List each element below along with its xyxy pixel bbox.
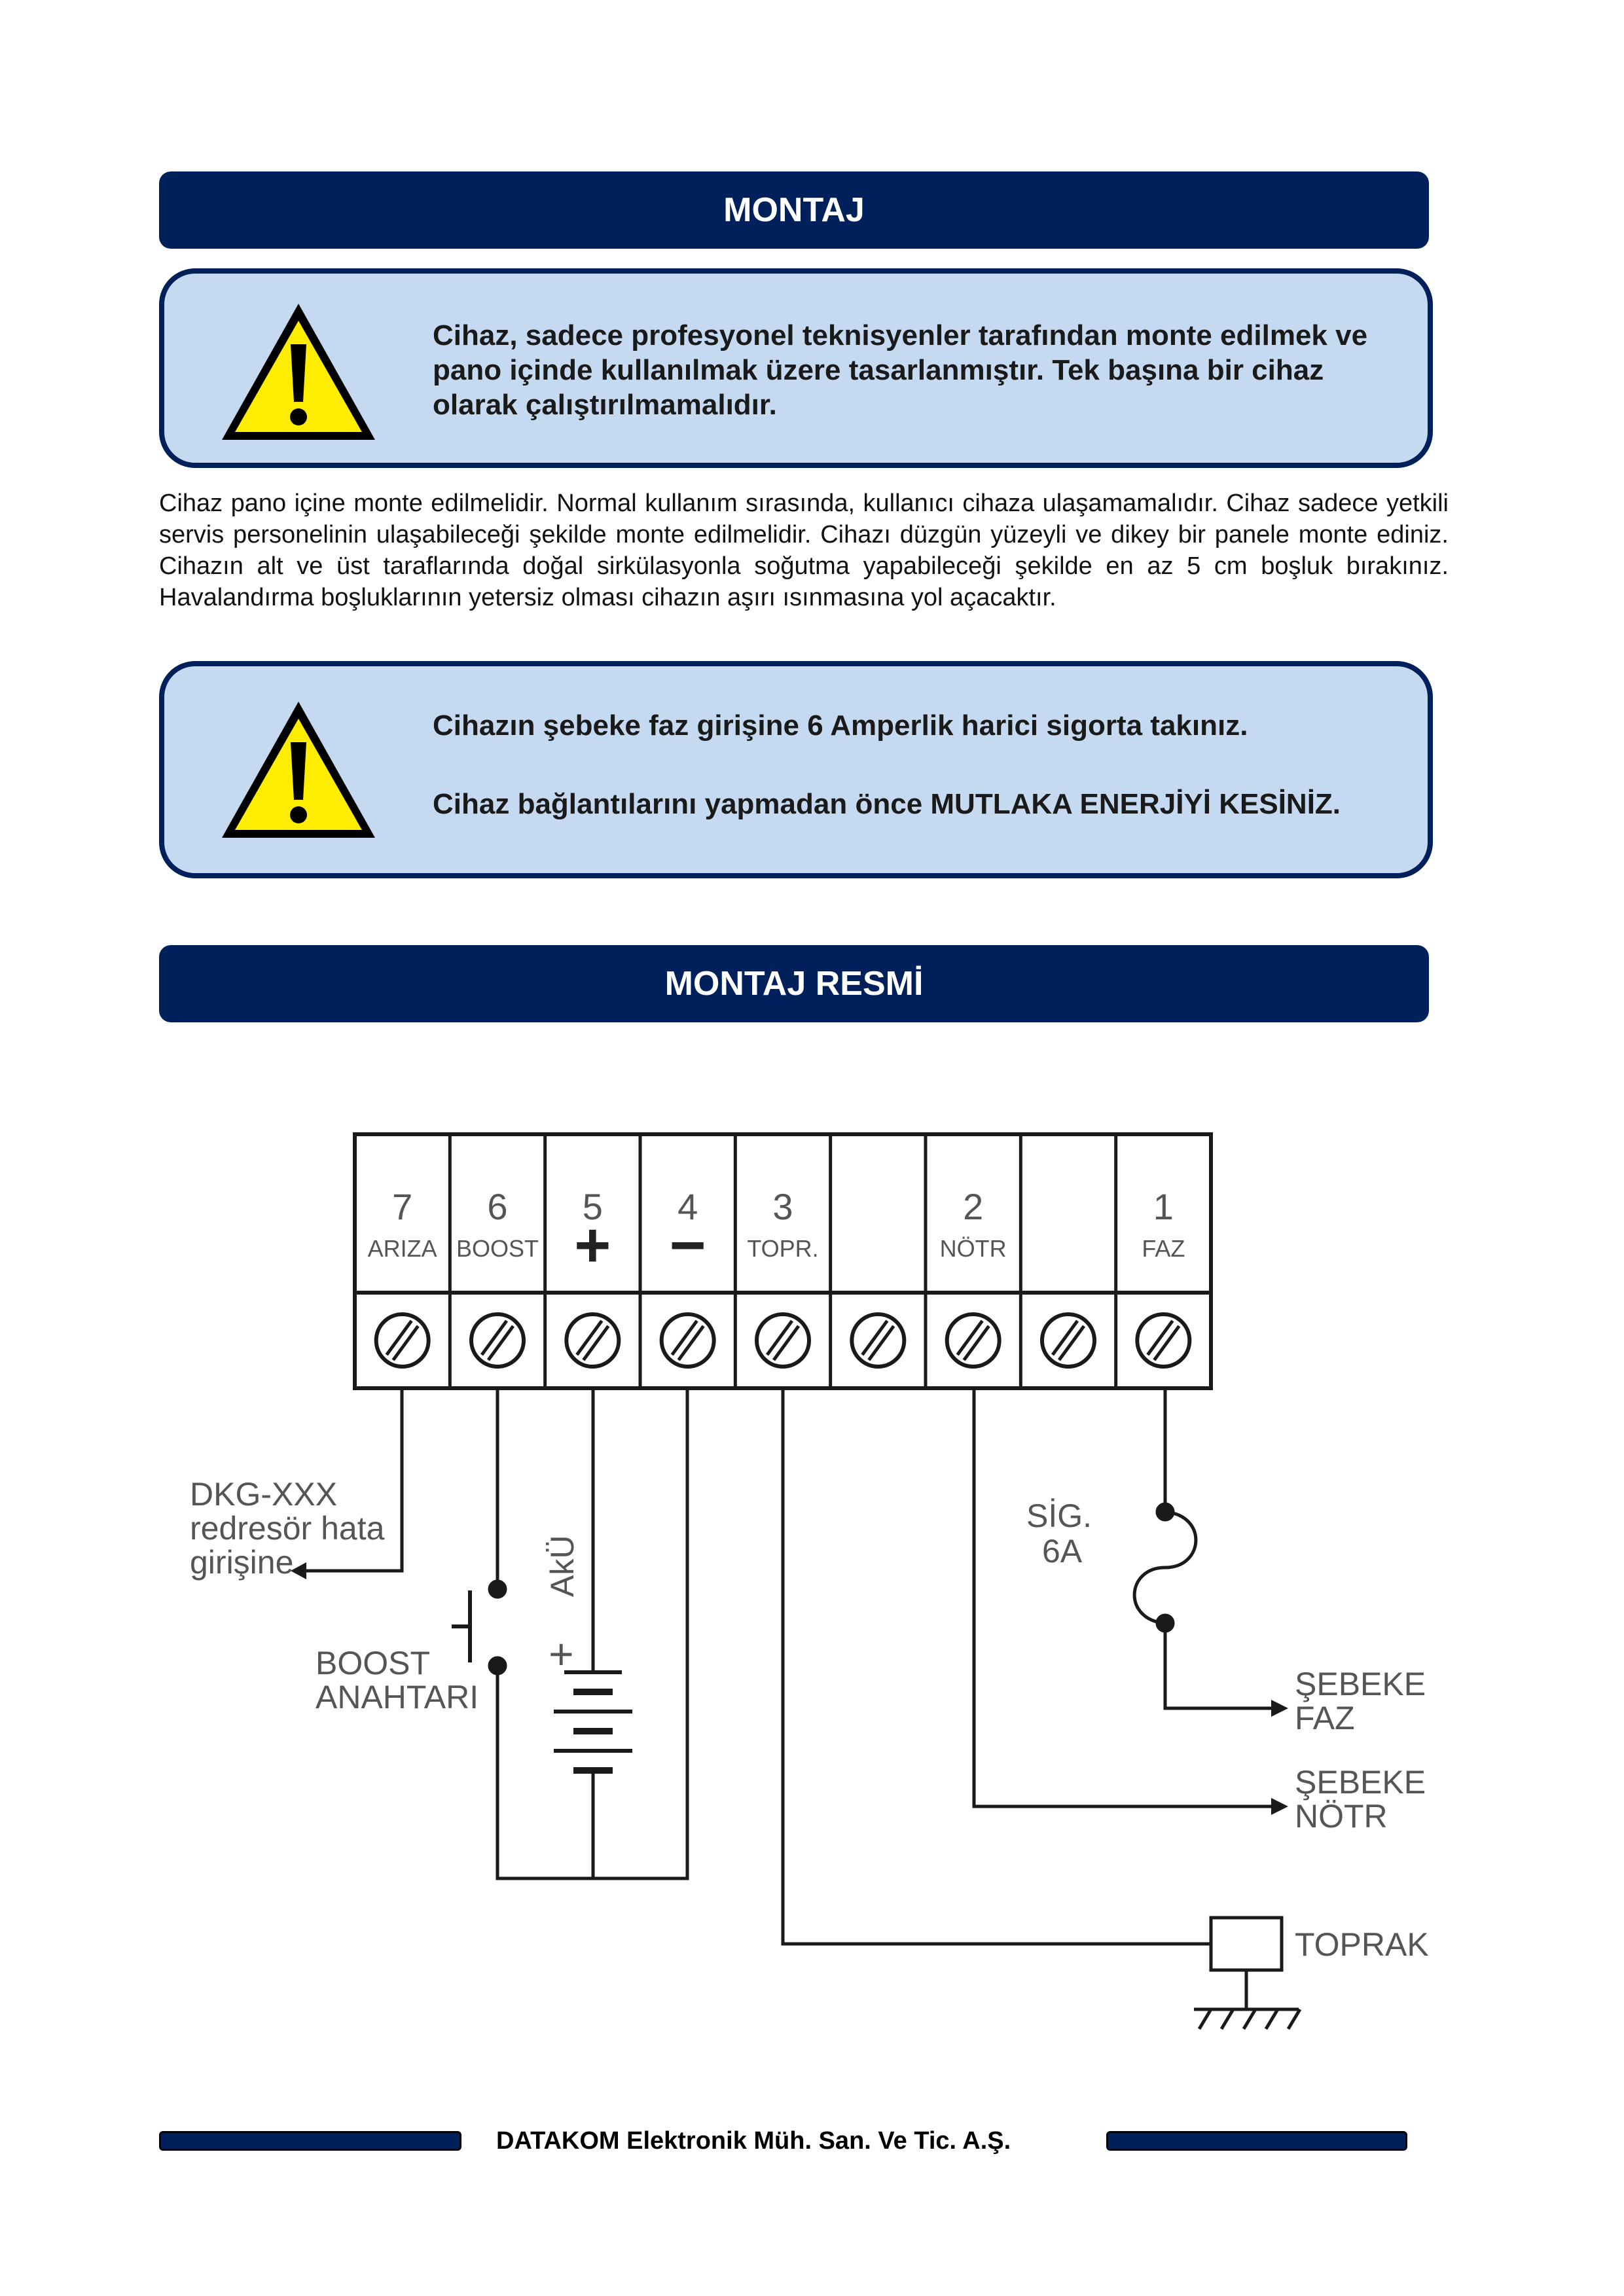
battery-plus: +	[549, 1630, 574, 1678]
terminal-number: 6	[487, 1186, 507, 1227]
terminal-label: +	[574, 1210, 611, 1280]
terminal-screw	[755, 1312, 811, 1369]
terminal-label: BOOST	[456, 1235, 539, 1262]
sebeke-faz-label-2: FAZ	[1295, 1700, 1355, 1736]
terminal-label: NÖTR	[940, 1235, 1007, 1262]
terminal-label: FAZ	[1142, 1235, 1185, 1262]
section-title: MONTAJ	[723, 191, 865, 229]
terminal-number: 7	[392, 1186, 412, 1227]
aku-label: AkÜ	[544, 1535, 581, 1597]
footer-bar-left	[159, 2131, 461, 2151]
dkg-label-2: redresör hata	[190, 1510, 385, 1547]
sebeke-faz-label-1: ŞEBEKE	[1295, 1666, 1426, 1702]
ground-icon	[1194, 1916, 1302, 2030]
warning-box-1: Cihaz, sadece profesyonel teknisyenler t…	[159, 268, 1433, 468]
terminal-label: ARIZA	[368, 1235, 437, 1262]
warning-2-line-1: Cihazın şebeke faz girişine 6 Amperlik h…	[433, 709, 1248, 742]
terminal-number: 4	[677, 1186, 698, 1227]
section-header-montaj-resmi: MONTAJ RESMİ	[159, 945, 1429, 1022]
terminal-number: 2	[963, 1186, 983, 1227]
installation-paragraph: Cihaz pano içine monte edilmelidir. Norm…	[159, 490, 1449, 611]
terminal-number: 1	[1153, 1186, 1174, 1227]
terminal-screw	[1040, 1312, 1096, 1369]
terminal-number: 3	[772, 1186, 793, 1227]
warning-2-line-2: Cihaz bağlantılarını yapmadan önce MUTLA…	[433, 788, 1341, 820]
fuse-label-1: SİG.	[1026, 1498, 1092, 1534]
wire-toprak	[781, 1388, 1211, 1946]
terminal-screw	[659, 1312, 716, 1369]
terminal-screw	[374, 1312, 431, 1369]
warning-1-text: Cihaz, sadece profesyonel teknisyenler t…	[433, 319, 1368, 421]
battery-icon	[554, 1670, 632, 1774]
toprak-label: TOPRAK	[1295, 1926, 1429, 1963]
footer-bar-right	[1106, 2131, 1407, 2151]
wire-notr	[972, 1388, 1271, 1808]
wire-faz	[1163, 1388, 1271, 1710]
terminal-label: −	[670, 1210, 706, 1280]
sebeke-notr-label-1: ŞEBEKE	[1295, 1764, 1426, 1801]
fuse-label-2: 6A	[1042, 1533, 1083, 1570]
dkg-label-1: DKG-XXX	[190, 1476, 337, 1513]
boost-label-1: BOOST	[316, 1645, 430, 1681]
terminal-number: 5	[583, 1186, 603, 1227]
dkg-label-3: girişine	[190, 1544, 293, 1581]
fuse-icon	[1132, 1502, 1198, 1633]
section-title: MONTAJ RESMİ	[664, 965, 924, 1003]
sebeke-notr-label-2: NÖTR	[1295, 1798, 1388, 1835]
warning-box-2: Cihazın şebeke faz girişine 6 Amperlik h…	[159, 661, 1433, 878]
section-header-montaj: MONTAJ	[159, 171, 1429, 249]
terminal-label: TOPR.	[747, 1235, 818, 1262]
wire-ariza	[306, 1388, 404, 1573]
warning-triangle-icon	[222, 702, 375, 838]
warning-triangle-icon	[222, 304, 375, 440]
boost-label-2: ANAHTARI	[316, 1679, 478, 1715]
terminal-screw	[945, 1312, 1001, 1369]
boost-switch	[452, 1579, 507, 1676]
footer-company: DATAKOM Elektronik Müh. San. Ve Tic. A.Ş…	[496, 2127, 1011, 2155]
terminal-screw	[850, 1312, 907, 1369]
terminal-screw	[1135, 1312, 1192, 1369]
terminal-screw	[564, 1312, 621, 1369]
terminal-screw	[469, 1312, 526, 1369]
